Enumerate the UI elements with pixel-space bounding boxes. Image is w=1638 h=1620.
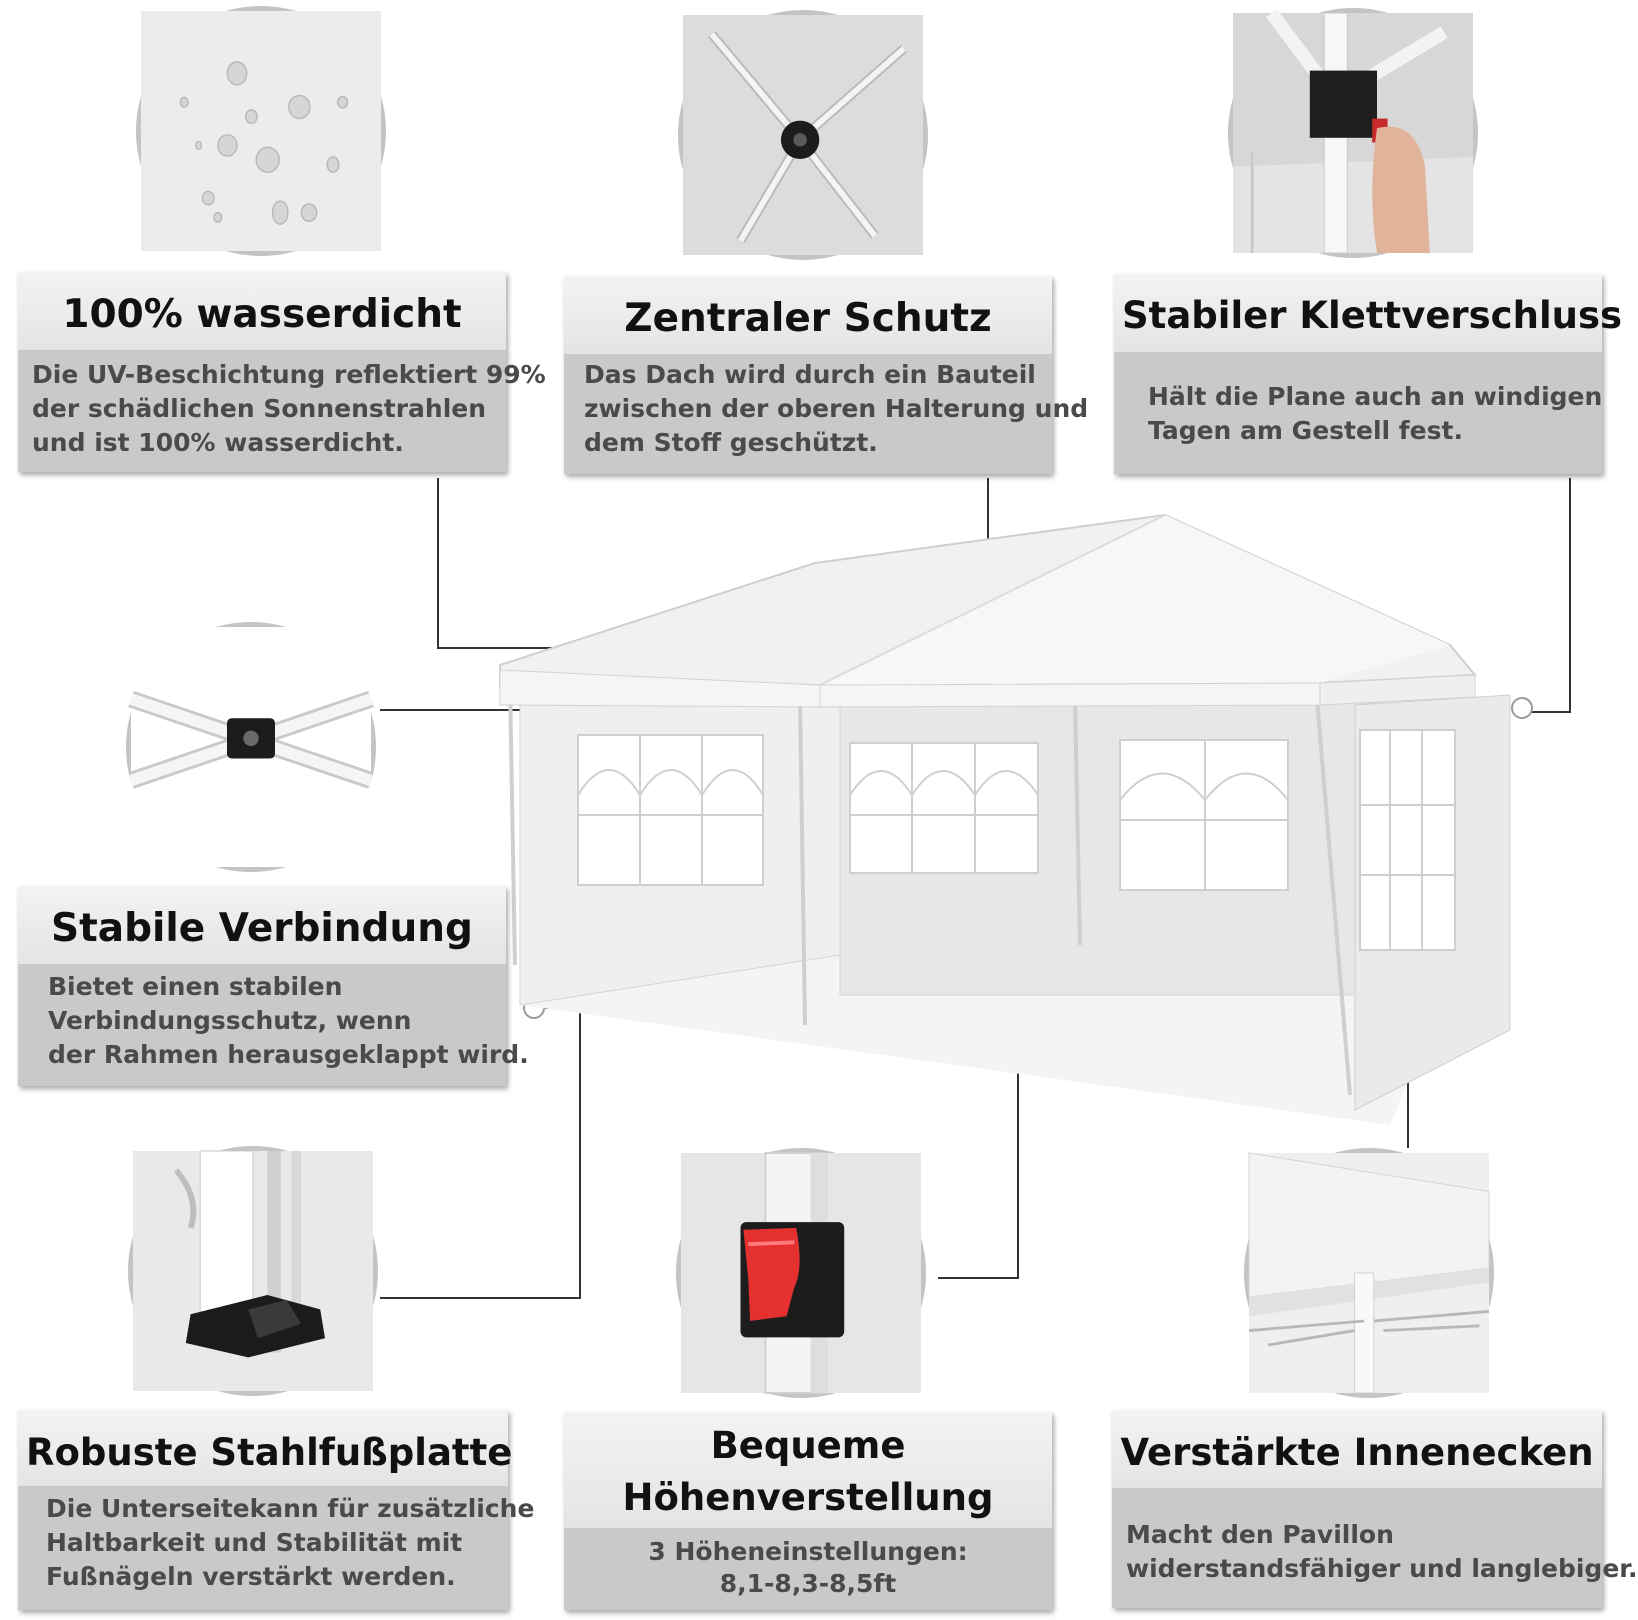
description-line: widerstandsfähiger und langlebiger. xyxy=(1126,1554,1638,1583)
description-line: Macht den Pavillon xyxy=(1126,1520,1394,1549)
description-line: der Rahmen herausgeklappt wird. xyxy=(48,1040,529,1069)
feature-title: Stabile Verbindung xyxy=(18,886,506,964)
description-line: Verbindungsschutz, wenn xyxy=(48,1006,412,1035)
feature-title: Robuste Stahlfußplatte xyxy=(18,1410,512,1486)
corner-bracket-icon xyxy=(1228,8,1478,258)
description-line: 3 Höheneinstellungen: xyxy=(648,1537,968,1566)
description-line: 8,1-8,3-8,5ft xyxy=(719,1569,897,1598)
feature-title-line: Bequeme xyxy=(710,1424,906,1467)
description-line: Haltbarkeit und Stabilität mit xyxy=(46,1528,463,1557)
feature-description: Die Unterseitekann für zusätzliche Haltb… xyxy=(18,1486,535,1594)
description-line: Fußnägeln verstärkt werden. xyxy=(46,1562,456,1591)
height-lock-icon xyxy=(676,1148,926,1398)
description-line: dem Stoff geschützt. xyxy=(584,428,878,457)
roof-hub-icon xyxy=(678,10,928,260)
feature-title: Bequeme Höhenverstellung xyxy=(564,1412,1052,1528)
feature-description: Bietet einen stabilen Verbindungsschutz,… xyxy=(18,964,529,1072)
feature-card-inner-corners: Verstärkte Innenecken Macht den Pavillon… xyxy=(1112,1410,1638,1608)
foot-plate-icon xyxy=(128,1146,378,1396)
feature-card-waterproof: 100% wasserdicht Die UV-Beschichtung ref… xyxy=(18,272,546,472)
feature-title: Stabiler Klettverschluss xyxy=(1114,274,1622,352)
feature-description: Macht den Pavillon widerstandsfähiger un… xyxy=(1112,1488,1638,1586)
feature-title: 100% wasserdicht xyxy=(18,272,506,350)
water-drops-icon xyxy=(136,6,386,256)
description-line: zwischen der oberen Halterung und xyxy=(584,394,1089,423)
feature-title: Zentraler Schutz xyxy=(564,276,1052,354)
feature-card-velcro: Stabiler Klettverschluss Hält die Plane … xyxy=(1114,274,1622,474)
feature-title-line: Höhenverstellung xyxy=(622,1476,994,1519)
feature-description: Die UV-Beschichtung reflektiert 99% der … xyxy=(18,350,546,460)
description-line: Hält die Plane auch an windigen xyxy=(1148,382,1603,411)
description-line: Das Dach wird durch ein Bauteil xyxy=(584,360,1036,389)
description-line: Die Unterseitekann für zusätzliche xyxy=(46,1494,535,1523)
description-line: und ist 100% wasserdicht. xyxy=(32,428,404,457)
feature-description: Das Dach wird durch ein Bauteil zwischen… xyxy=(564,354,1089,460)
cross-joint-icon xyxy=(126,622,376,872)
description-line: Die UV-Beschichtung reflektiert 99% xyxy=(32,360,546,389)
feature-card-stable-connection: Stabile Verbindung Bietet einen stabilen… xyxy=(18,886,529,1086)
feature-description: 3 Höheneinstellungen: 8,1-8,3-8,5ft xyxy=(564,1528,1052,1600)
feature-card-height-adjustment: Bequeme Höhenverstellung 3 Höheneinstell… xyxy=(564,1412,1052,1610)
description-line: Bietet einen stabilen xyxy=(48,972,343,1001)
feature-title: Verstärkte Innenecken xyxy=(1112,1410,1602,1488)
inner-corner-icon xyxy=(1244,1148,1494,1398)
description-line: der schädlichen Sonnenstrahlen xyxy=(32,394,487,423)
description-line: Tagen am Gestell fest. xyxy=(1148,416,1463,445)
feature-description: Hält die Plane auch an windigen Tagen am… xyxy=(1114,352,1602,448)
tent-illustration xyxy=(499,513,1511,1125)
feature-card-foot-plate: Robuste Stahlfußplatte Die Unterseitekan… xyxy=(18,1410,535,1610)
feature-card-central-protection: Zentraler Schutz Das Dach wird durch ein… xyxy=(564,276,1089,474)
